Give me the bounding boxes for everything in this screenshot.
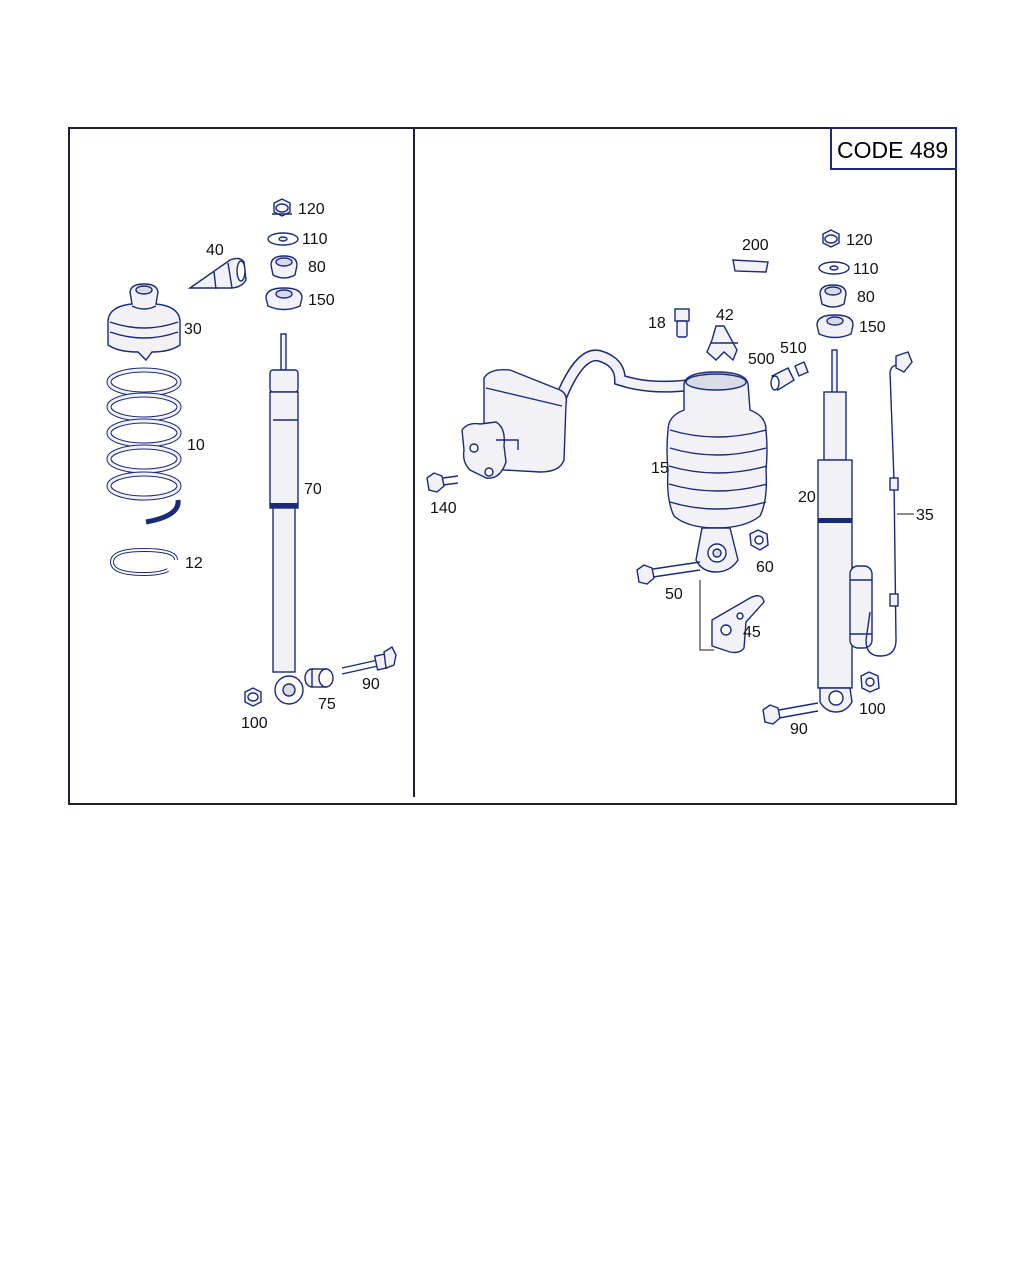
mount-150-left[interactable] xyxy=(265,287,303,311)
bolt-90-left[interactable] xyxy=(341,645,397,675)
label-510: 510 xyxy=(780,340,807,357)
code-box: CODE 489 xyxy=(830,127,957,170)
nut-120-left[interactable] xyxy=(272,198,292,217)
washer-110-left[interactable] xyxy=(267,232,299,246)
label-80-left: 80 xyxy=(308,259,326,276)
nut-60[interactable] xyxy=(749,529,769,551)
label-15: 15 xyxy=(651,460,669,477)
label-110-right: 110 xyxy=(853,261,879,278)
label-140: 140 xyxy=(430,500,457,517)
cap-200[interactable] xyxy=(732,259,769,273)
label-12: 12 xyxy=(185,555,203,572)
bolt-90-right[interactable] xyxy=(762,702,819,725)
mount-150-right[interactable] xyxy=(816,314,854,339)
label-90-right: 90 xyxy=(790,721,808,738)
label-150-right: 150 xyxy=(859,319,886,336)
bushing-80-right[interactable] xyxy=(819,284,847,308)
nut-100-left[interactable] xyxy=(244,687,262,707)
label-100-right: 100 xyxy=(859,701,886,718)
valve-500[interactable] xyxy=(770,367,795,392)
label-20: 20 xyxy=(798,489,816,506)
label-42: 42 xyxy=(716,307,734,324)
bolt-50[interactable] xyxy=(636,561,701,585)
bushing-80-left[interactable] xyxy=(270,255,298,279)
label-200: 200 xyxy=(742,237,769,254)
label-120-right: 120 xyxy=(846,232,873,249)
label-150-left: 150 xyxy=(308,292,335,309)
left-panel: 120 110 80 150 40 xyxy=(106,198,397,732)
shock-absorber-20[interactable] xyxy=(817,349,873,713)
snap-ring-12[interactable] xyxy=(109,547,178,577)
label-60: 60 xyxy=(756,559,774,576)
clip-42[interactable] xyxy=(706,325,738,362)
bump-stop-40[interactable] xyxy=(187,257,247,290)
bolt-140[interactable] xyxy=(426,472,459,493)
coil-spring-10[interactable] xyxy=(106,367,182,525)
label-18: 18 xyxy=(648,315,666,332)
diagram-frame xyxy=(68,127,957,805)
label-110-left: 110 xyxy=(302,231,328,248)
label-50: 50 xyxy=(665,586,683,603)
bushing-75-left[interactable] xyxy=(304,668,334,688)
fitting-18[interactable] xyxy=(674,308,690,338)
label-40: 40 xyxy=(206,242,224,259)
label-70: 70 xyxy=(304,481,322,498)
shock-absorber-70[interactable] xyxy=(269,333,304,705)
label-75-left: 75 xyxy=(318,696,336,713)
label-90-left: 90 xyxy=(362,676,380,693)
label-100-left: 100 xyxy=(241,715,268,732)
air-reservoir[interactable] xyxy=(461,349,691,479)
bracket-45[interactable] xyxy=(699,580,765,654)
label-10: 10 xyxy=(187,437,205,454)
label-120-left: 120 xyxy=(298,201,325,218)
label-35: 35 xyxy=(916,507,934,524)
label-500: 500 xyxy=(748,351,775,368)
sensor-lead-35[interactable] xyxy=(865,351,913,657)
air-spring-15[interactable] xyxy=(666,371,768,573)
nut-100-right[interactable] xyxy=(860,671,880,693)
spring-seat-30[interactable] xyxy=(107,283,181,362)
cap-510[interactable] xyxy=(794,361,809,377)
label-80-right: 80 xyxy=(857,289,875,306)
code-label: CODE 489 xyxy=(837,137,948,163)
label-45: 45 xyxy=(743,624,761,641)
right-panel: 200 120 110 80 150 18 xyxy=(426,229,934,738)
label-30: 30 xyxy=(184,321,202,338)
nut-120-right[interactable] xyxy=(822,229,840,248)
washer-110-right[interactable] xyxy=(818,261,850,275)
